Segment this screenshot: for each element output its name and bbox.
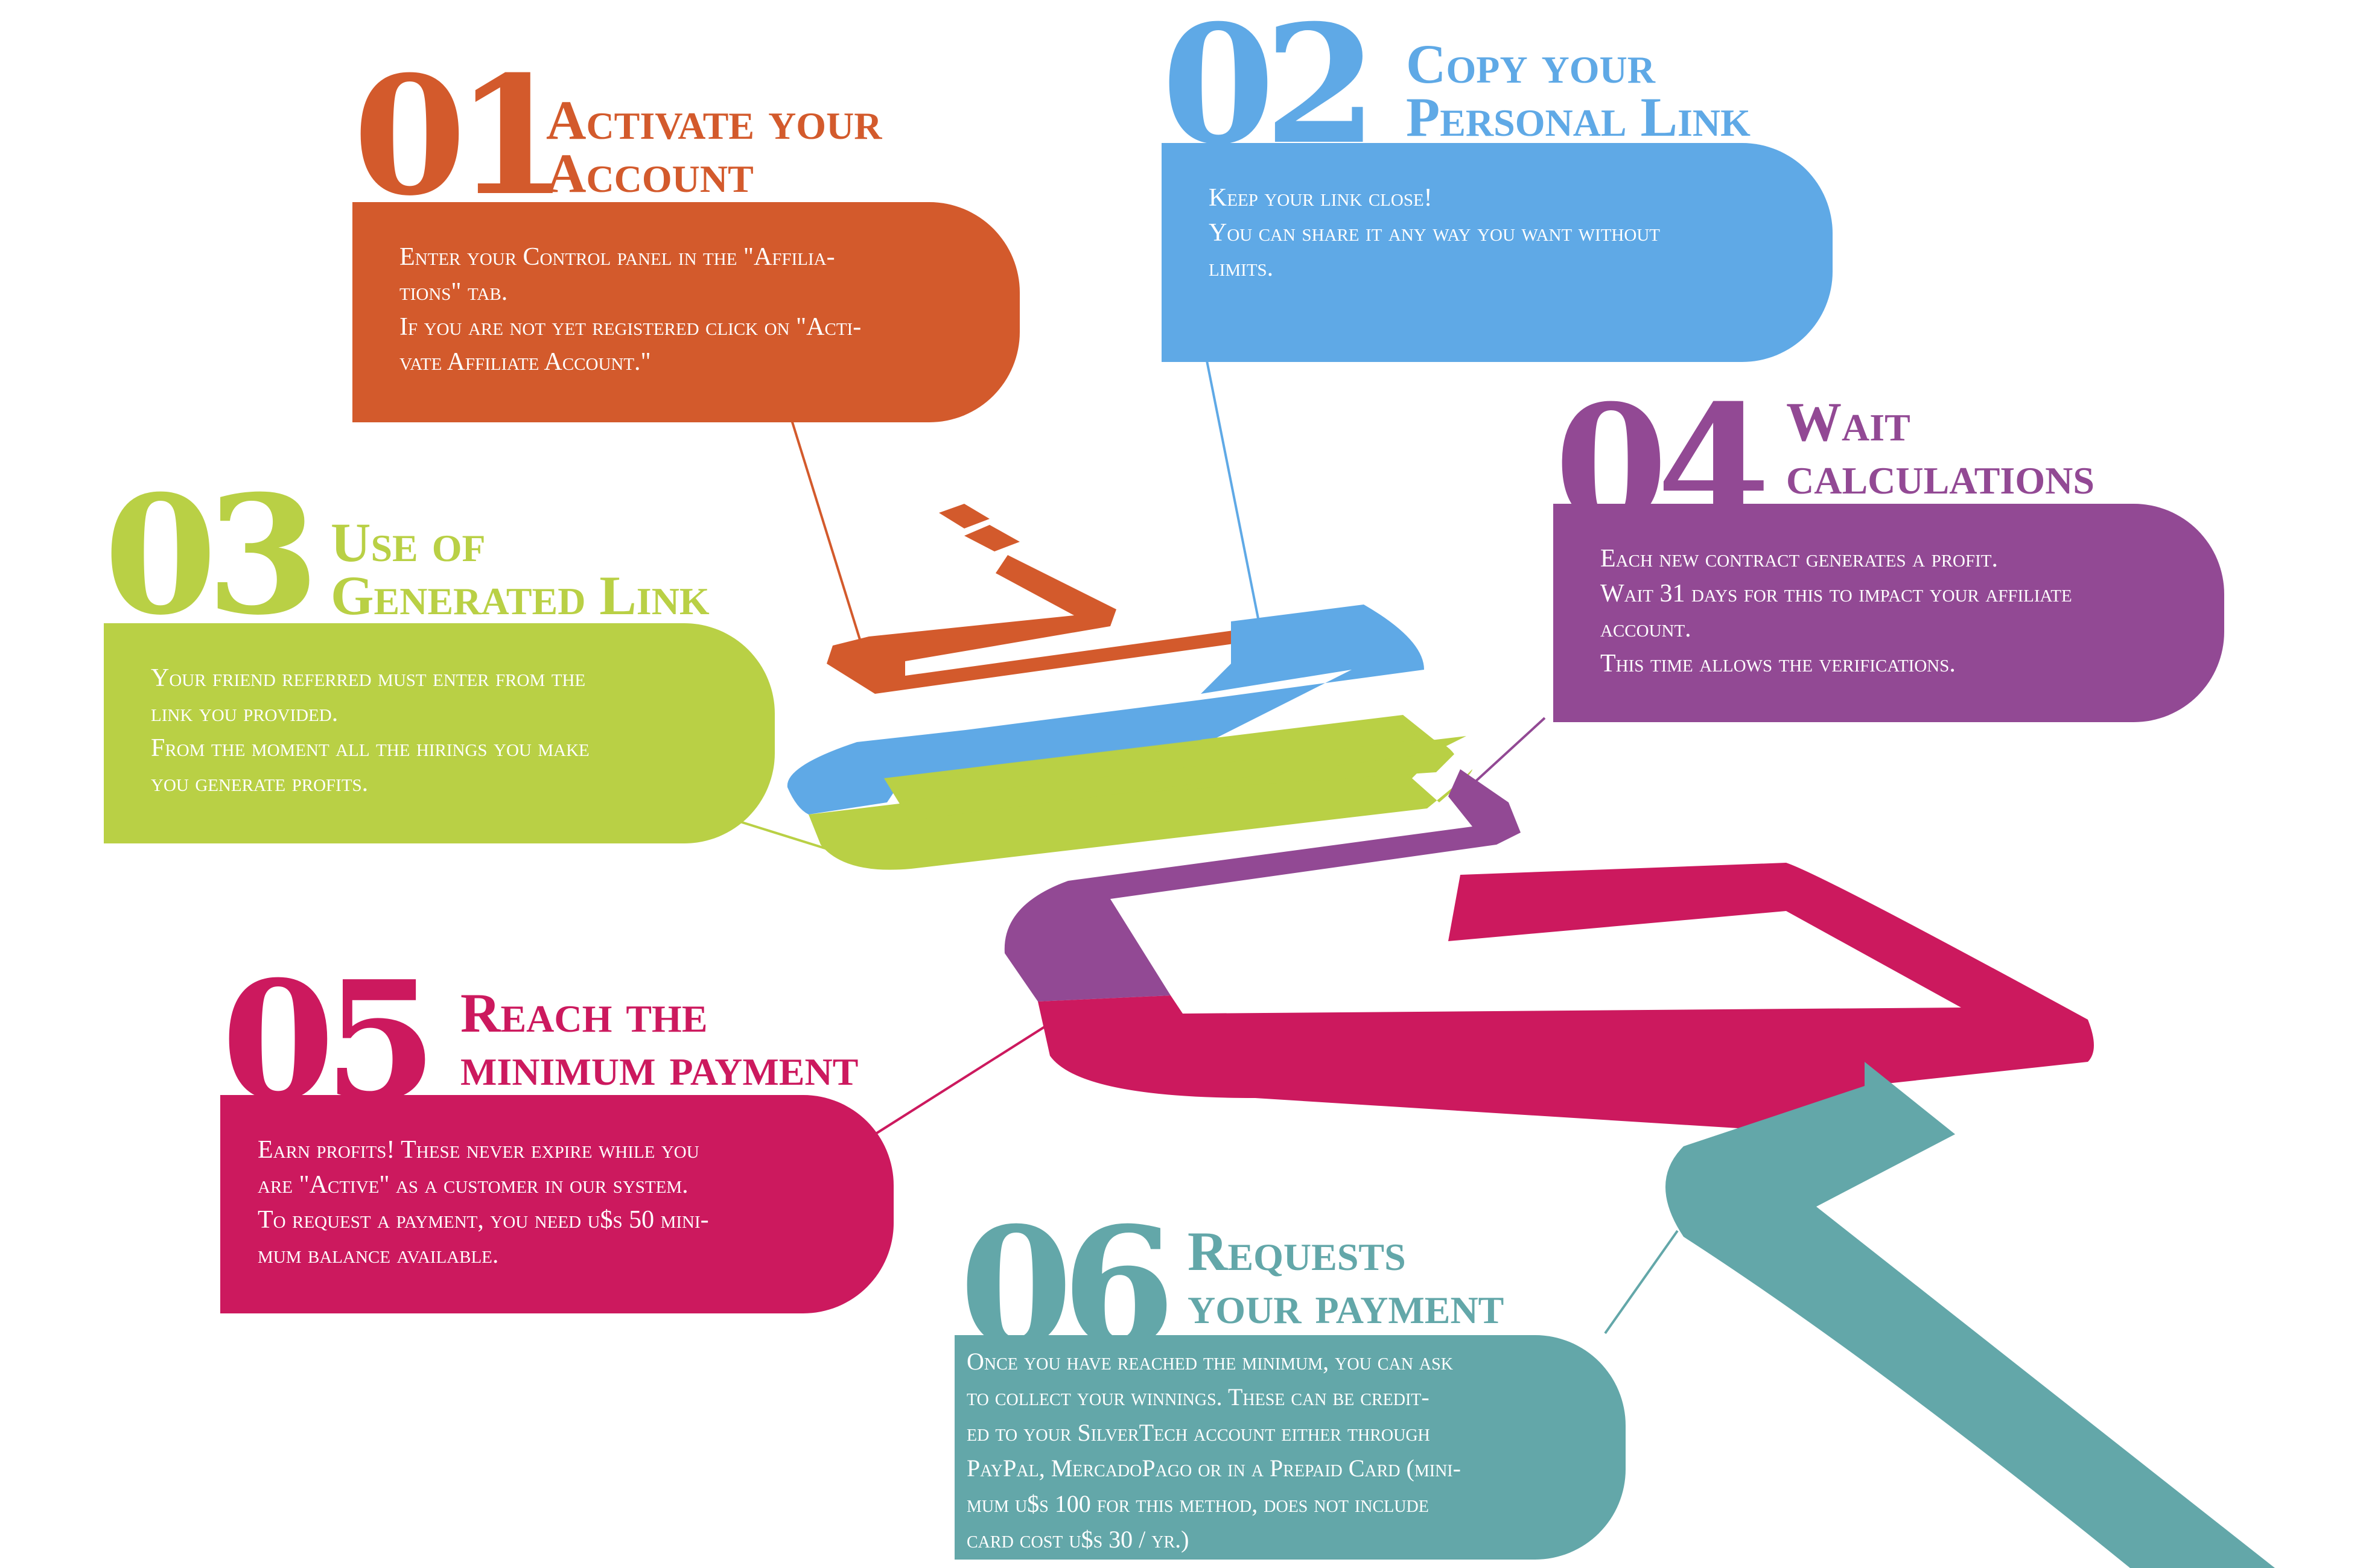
connector-04 <box>1471 717 1546 786</box>
step-body-line: If you are not yet registered click on "… <box>399 313 862 341</box>
step-title-line2: calculations <box>1786 444 2094 506</box>
connector-02 <box>1206 360 1262 634</box>
step-body-line: card cost u$s 30 / yr.) <box>967 1526 1189 1553</box>
step-body-line: limits. <box>1209 254 1274 282</box>
step-title-line2: minimum payment <box>460 1035 859 1097</box>
step-body-line: This time allows the verifications. <box>1600 650 1956 678</box>
step-body-line: mum balance available. <box>258 1241 499 1269</box>
step-title-line2: Generated Link <box>331 565 710 626</box>
step-title-line1: Use of <box>331 512 486 573</box>
step-body-line: Earn profits! These never expire while y… <box>258 1136 699 1164</box>
step-number: 02 <box>1162 0 1378 180</box>
step-body-line: From the moment all the hirings you make <box>151 734 590 762</box>
road-segment-magenta <box>1038 863 2094 1140</box>
step-body-line: Once you have reached the minimum, you c… <box>967 1348 1453 1375</box>
road-segment-purple <box>1004 769 1521 1001</box>
step-body-line: You can share it any way you want withou… <box>1209 219 1660 247</box>
connector-06 <box>1604 1230 1679 1335</box>
step-body-line: Your friend referred must enter from the <box>151 664 586 692</box>
step-card: Earn profits! These never expire while y… <box>220 1095 894 1313</box>
connector-03 <box>736 819 833 852</box>
step-card: Your friend referred must enter from the… <box>104 623 775 843</box>
step-title-line1: Copy your <box>1406 33 1655 95</box>
step-body-line: Keep your link close! <box>1209 184 1433 212</box>
step-body-line: account. <box>1600 615 1691 643</box>
step-body-line: To request a payment, you need u$s 50 mi… <box>258 1206 709 1234</box>
step-card: Keep your link close! You can share it a… <box>1162 143 1833 362</box>
step-body-line: ed to your SilverTech account either thr… <box>967 1419 1430 1446</box>
road-segment-teal <box>1665 1062 2275 1568</box>
step-body-line: tions" tab. <box>399 278 508 306</box>
step-body-line: vate Affiliate Account." <box>399 348 651 376</box>
step-title-line1: Reach the <box>460 982 708 1044</box>
step-title-line2: your payment <box>1188 1274 1504 1335</box>
step-body-line: Each new contract generates a profit. <box>1600 545 1998 573</box>
step-body-line: PayPal, MercadoPago or in a Prepaid Card… <box>967 1455 1461 1482</box>
step-body-line: to collect your winnings. These can be c… <box>967 1383 1430 1411</box>
step-card: Once you have reached the minimum, you c… <box>955 1335 1626 1560</box>
step-body-line: are "Active" as a customer in our system… <box>258 1171 689 1199</box>
road-segment-blue <box>787 605 1424 814</box>
step-title-line1: Wait <box>1786 391 1910 452</box>
connector-01 <box>789 416 861 640</box>
step-card: Each new contract generates a profit. Wa… <box>1553 504 2224 722</box>
step-title-line1: Requests <box>1188 1220 1406 1282</box>
step-number: 01 <box>353 40 569 232</box>
step-title-line1: Activate your <box>546 89 882 151</box>
road-segment-orange <box>827 504 1255 694</box>
step-card: Enter your Control panel in the "Affilia… <box>352 202 1020 422</box>
step-body-line: Wait 31 days for this to impact your aff… <box>1600 580 2072 608</box>
step-body-line: link you provided. <box>151 699 339 727</box>
step-title-line2: Personal Link <box>1406 86 1751 148</box>
step-number: 03 <box>104 459 320 651</box>
step-body-line: you generate profits. <box>151 769 369 797</box>
connector-05 <box>874 1018 1057 1135</box>
step-body-line: Enter your Control panel in the "Affilia… <box>399 243 835 271</box>
step-title-line2: Account <box>546 142 754 204</box>
step-body-line: mum u$s 100 for this method, does not in… <box>967 1490 1429 1517</box>
